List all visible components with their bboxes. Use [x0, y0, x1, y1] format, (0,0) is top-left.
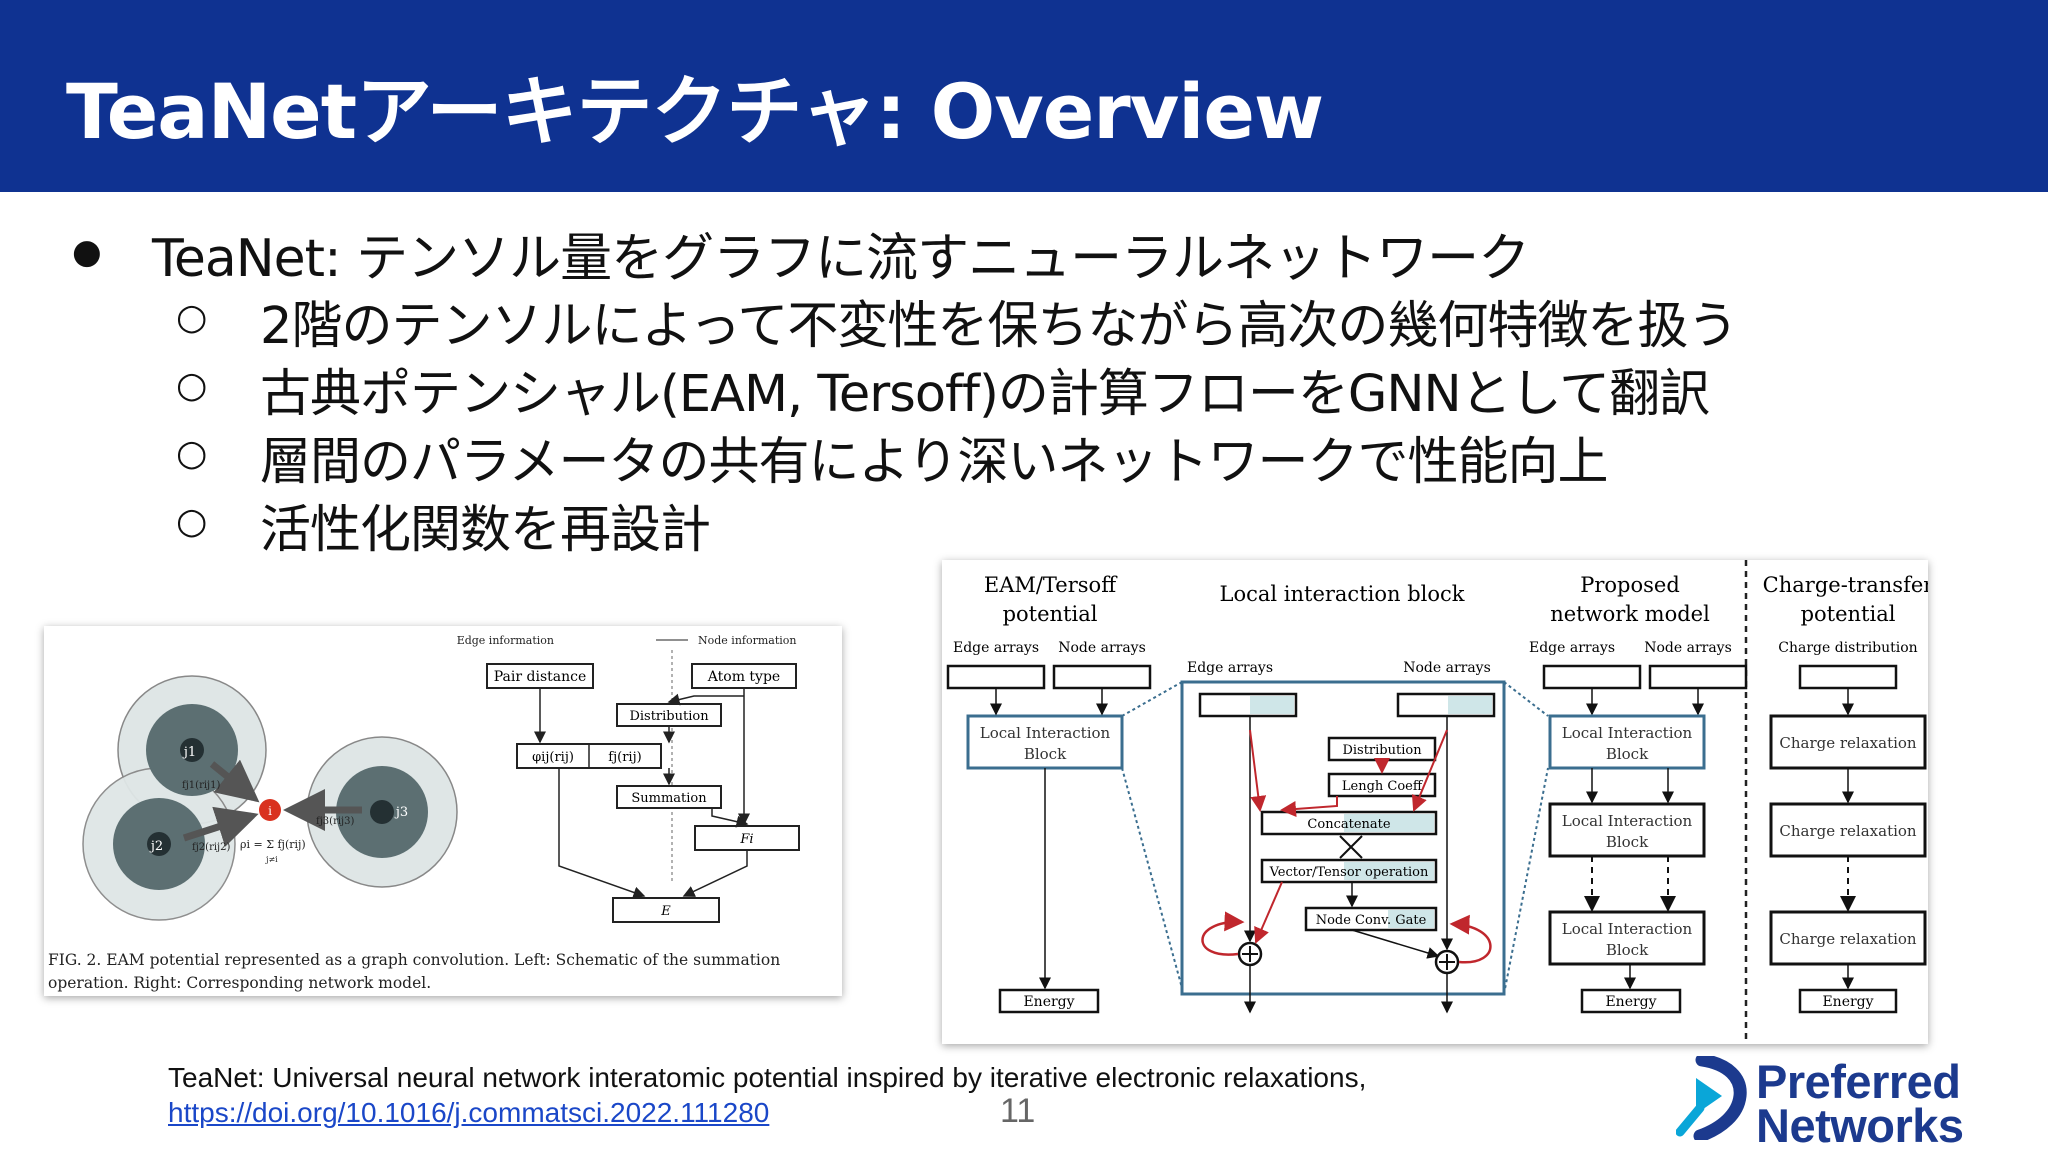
- eam-graph-diagram: j1 j2 j3 i fj1(rij1) fj2(rij2) fj3(rij3)…: [48, 634, 800, 992]
- atom-label-j1: j1: [182, 745, 196, 760]
- summation-box: Summation: [631, 791, 707, 806]
- sub-bullet-3: 層間のパラメータの共有により深いネットワークで性能向上: [260, 433, 1608, 492]
- f-box: fj(rij): [608, 750, 641, 765]
- charge-relaxation-2: Charge relaxation: [1779, 822, 1917, 840]
- prop-edge-arrays: Edge arrays: [1529, 640, 1615, 656]
- logo-line2: Networks: [1756, 1099, 1964, 1152]
- atom-neighborhoods: [82, 675, 458, 921]
- slide-title: TeaNetアーキテクチャ: Overview: [66, 67, 1324, 156]
- proposed-title-line2: network model: [1550, 602, 1710, 626]
- charge-title: Charge-transfer: [1763, 573, 1928, 597]
- prop-node-arrays: Node arrays: [1644, 640, 1732, 656]
- eam-edge-arrays: Edge arrays: [953, 640, 1039, 656]
- network-model: Edge information Node information Pair d…: [457, 634, 800, 923]
- local-block-title: Local interaction block: [1220, 582, 1465, 606]
- charge-relaxation-3: Charge relaxation: [1779, 930, 1917, 948]
- reference-doi-link[interactable]: https://doi.org/10.1016/j.commatsci.2022…: [168, 1097, 770, 1128]
- concatenate-block: Concatenate: [1307, 817, 1390, 832]
- sub-bullet-circle: ○: [176, 297, 208, 338]
- prop-local-block-2-line2: Block: [1606, 833, 1649, 851]
- sum-index: j≠i: [265, 855, 278, 864]
- bullet-dot: ●: [72, 232, 102, 272]
- charge-relaxation-1: Charge relaxation: [1779, 734, 1917, 752]
- proposed-title: Proposed: [1580, 573, 1680, 597]
- prop-local-block-2: Local Interaction: [1562, 812, 1693, 830]
- eam-title-line2: potential: [1003, 602, 1098, 626]
- E-box: E: [660, 904, 671, 919]
- page-number: 11: [1000, 1092, 1036, 1130]
- title-bar: TeaNetアーキテクチャ: Overview: [0, 0, 2048, 192]
- eam-node-arrays: Node arrays: [1058, 640, 1146, 656]
- lib-edge-arrays: Edge arrays: [1187, 660, 1273, 676]
- eam-title: EAM/Tersoff: [984, 573, 1118, 597]
- rho-formula: ρi = Σ fj(rij): [240, 838, 306, 851]
- teanet-architecture-figure: EAM/Tersoff potential Local interaction …: [942, 560, 1934, 1044]
- sub-bullet-circle: ○: [176, 433, 208, 474]
- eam-local-block: Local Interaction: [980, 724, 1111, 742]
- atom-label-i: i: [268, 804, 272, 818]
- legend-edge: Edge information: [457, 634, 554, 647]
- pair-distance-box: Pair distance: [494, 669, 587, 685]
- teanet-architecture-diagram: EAM/Tersoff potential Local interaction …: [946, 560, 1934, 1044]
- eam-graph-figure: j1 j2 j3 i fj1(rij1) fj2(rij2) fj3(rij3)…: [44, 626, 842, 996]
- distribution-box: Distribution: [629, 709, 709, 724]
- f-j1-label: fj1(rij1): [182, 780, 221, 791]
- eam-energy-box: Energy: [1023, 994, 1074, 1010]
- bullet-main: TeaNet: テンソル量をグラフに流すニューラルネットワーク: [152, 229, 1530, 289]
- prop-local-block-3-line2: Block: [1606, 941, 1649, 959]
- sub-bullet-1: 2階のテンソルによって不変性を保ちながら高次の幾何特徴を扱う: [260, 297, 1738, 356]
- node-conv-gate-block: Node Conv. Gate: [1316, 913, 1427, 928]
- atom-label-j3: j3: [394, 805, 408, 820]
- charge-distribution-label: Charge distribution: [1778, 640, 1917, 656]
- phi-box: φij(rij): [532, 750, 574, 765]
- atom-type-box: Atom type: [707, 669, 780, 685]
- f-j2-label: fj2(rij2): [192, 842, 231, 853]
- atom-label-j2: j2: [149, 839, 163, 854]
- reference-citation: TeaNet: Universal neural network interat…: [168, 1062, 1367, 1093]
- eam-local-block-line2: Block: [1024, 745, 1067, 763]
- logo-line1: Preferred: [1756, 1055, 1961, 1108]
- sub-bullet-circle: ○: [176, 365, 208, 406]
- figure-caption-line2: operation. Right: Corresponding network …: [48, 974, 431, 992]
- distribution-block: Distribution: [1342, 743, 1422, 758]
- length-coeff-block: Lengh Coeff: [1342, 779, 1424, 794]
- prop-local-block-3: Local Interaction: [1562, 920, 1693, 938]
- sub-bullet-circle: ○: [176, 501, 208, 542]
- legend-node: Node information: [698, 634, 796, 647]
- charge-title-line2: potential: [1801, 602, 1896, 626]
- prop-energy-box: Energy: [1605, 994, 1656, 1010]
- f-j3-label: fj3(rij3): [316, 816, 355, 827]
- lib-node-arrays: Node arrays: [1403, 660, 1491, 676]
- sub-bullet-4: 活性化関数を再設計: [260, 501, 711, 560]
- charge-energy-box: Energy: [1822, 994, 1873, 1010]
- figure-caption-line1: FIG. 2. EAM potential represented as a g…: [48, 951, 780, 969]
- prop-local-block-1-line2: Block: [1606, 745, 1649, 763]
- sub-bullet-2: 古典ポテンシャル(EAM, Tersoff)の計算フローをGNNとして翻訳: [260, 365, 1710, 424]
- company-logo-text: Preferred Networks: [1756, 1055, 1964, 1152]
- vector-tensor-block: Vector/Tensor operation: [1269, 865, 1429, 880]
- prop-local-block-1: Local Interaction: [1562, 724, 1693, 742]
- Fi-box: Fi: [739, 832, 753, 847]
- preferred-networks-logo-icon: [1676, 1056, 1747, 1140]
